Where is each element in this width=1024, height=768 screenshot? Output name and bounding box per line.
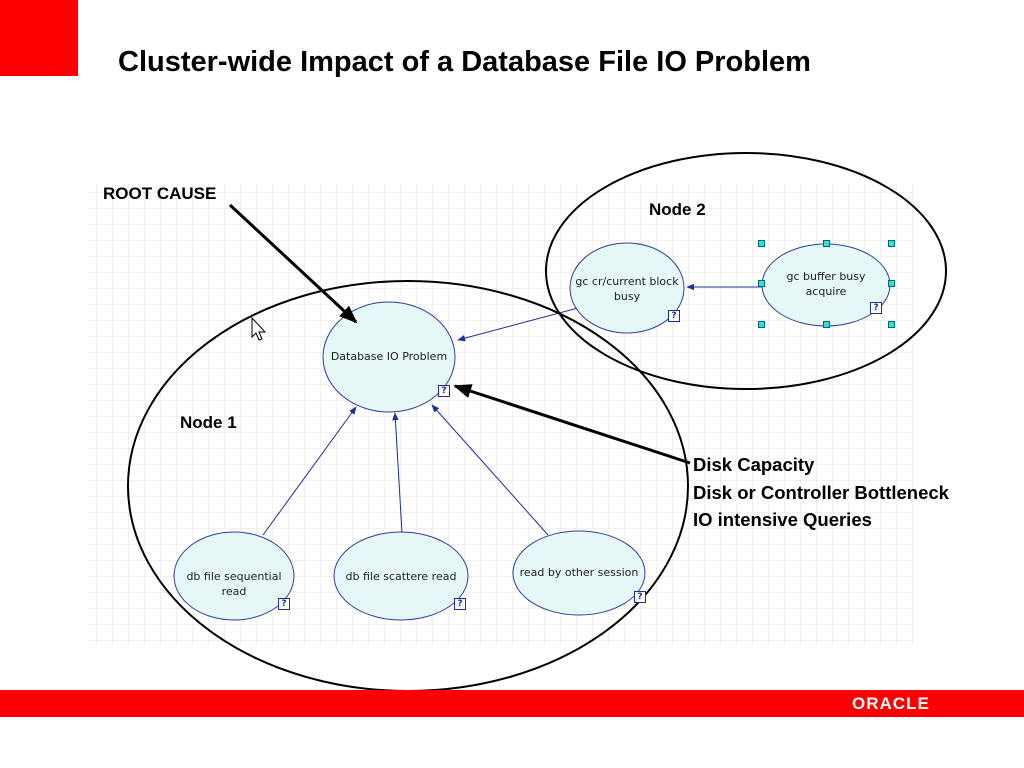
cursor-arrow-icon (251, 316, 267, 341)
edge-other-session-to-db-io (431, 404, 549, 536)
node-database-io-problem[interactable] (322, 301, 456, 413)
help-icon[interactable]: ? (278, 598, 290, 610)
causes-list: Disk Capacity Disk or Controller Bottlen… (693, 451, 949, 534)
cause-item: IO intensive Queries (693, 509, 872, 530)
cause-item: Disk Capacity (693, 454, 815, 475)
diagram-canvas (88, 152, 947, 690)
brand-corner-square (0, 0, 78, 76)
cause-item: Disk or Controller Bottleneck (693, 481, 949, 503)
node-label: db file scattere read (345, 570, 457, 583)
selection-handle[interactable] (888, 240, 895, 247)
node-label: Database IO Problem (330, 350, 448, 363)
edge-scat-read-to-db-io (392, 412, 403, 534)
root-cause-arrow (228, 203, 358, 324)
help-icon[interactable]: ? (634, 591, 646, 603)
node-label: gc cr/current block busy (575, 275, 679, 303)
selection-handle[interactable] (823, 240, 830, 247)
node-label: db file sequential read (186, 570, 282, 598)
selection-handle[interactable] (758, 280, 765, 287)
node-label: gc buffer busy acquire (786, 270, 866, 298)
node1-cluster-boundary (127, 280, 689, 690)
node-label: read by other session (519, 566, 639, 579)
node2-cluster-boundary (545, 152, 947, 390)
node2-label: Node 2 (649, 200, 706, 219)
selection-handle[interactable] (888, 321, 895, 328)
causes-arrow (453, 384, 691, 465)
node-gc-cr-current-block-busy[interactable] (569, 242, 685, 334)
node-db-file-scattere-read[interactable] (333, 531, 469, 621)
help-icon[interactable]: ? (438, 385, 450, 397)
help-icon[interactable]: ? (668, 310, 680, 322)
node-read-by-other-session[interactable] (512, 530, 646, 616)
selection-handle[interactable] (888, 280, 895, 287)
selection-handle[interactable] (823, 321, 830, 328)
root-cause-label: ROOT CAUSE (103, 184, 217, 203)
oracle-logo: ORACLE (852, 694, 930, 713)
selection-handle[interactable] (758, 321, 765, 328)
help-icon[interactable]: ? (454, 598, 466, 610)
footer-bar (0, 690, 1024, 717)
edge-seq-read-to-db-io (262, 406, 357, 536)
node-db-file-sequential-read[interactable] (173, 531, 295, 621)
node1-label: Node 1 (180, 413, 237, 432)
selection-handle[interactable] (758, 240, 765, 247)
help-icon[interactable]: ? (870, 302, 882, 314)
slide-title: Cluster-wide Impact of a Database File I… (118, 46, 811, 78)
